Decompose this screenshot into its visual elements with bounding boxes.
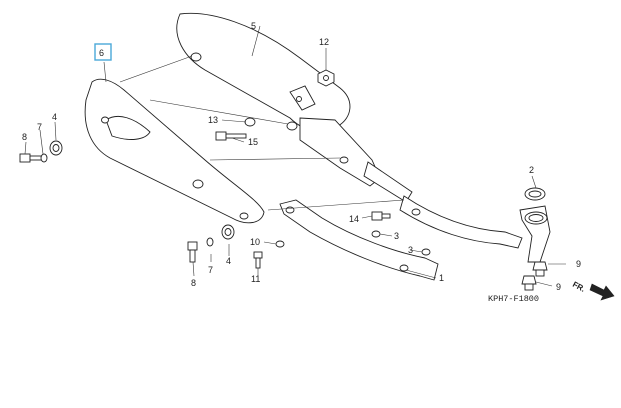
leader-lines	[24, 25, 566, 287]
front-direction-indicator: FR.	[571, 280, 615, 301]
callout-2: 2	[529, 165, 534, 175]
hardware-right	[215, 69, 548, 291]
diagram-code: KPH7-F1800	[488, 294, 539, 304]
callout-15: 15	[248, 137, 258, 147]
muffler-protector	[84, 55, 405, 224]
callout-8-lower: 8	[191, 278, 196, 288]
callout-9-lower: 9	[556, 282, 561, 292]
callout-6: 6	[99, 48, 104, 58]
callout-3-upper: 3	[394, 231, 399, 241]
callout-11: 11	[251, 274, 260, 284]
exhaust-pipe-protector	[279, 199, 439, 281]
callout-3-lower: 3	[408, 245, 413, 255]
callout-labels: 1 2 3 3 4 4 5 6 7 7 8 8 9 9 10 11 12 13 …	[22, 21, 581, 292]
exhaust-pipe	[399, 187, 551, 263]
callout-8-upper: 8	[22, 132, 27, 142]
front-label: FR.	[571, 280, 587, 294]
callout-12: 12	[319, 37, 329, 47]
callout-4-upper: 4	[52, 112, 57, 122]
callout-7-upper: 7	[37, 122, 42, 132]
callout-13: 13	[208, 115, 218, 125]
callout-1: 1	[439, 273, 444, 283]
callout-4-lower: 4	[226, 256, 231, 266]
callout-10: 10	[250, 237, 260, 247]
muffler-body	[176, 12, 413, 203]
callout-9-upper: 9	[576, 259, 581, 269]
callout-5: 5	[251, 21, 256, 31]
callout-14: 14	[349, 214, 359, 224]
part-6-highlight	[94, 43, 112, 61]
front-arrow-icon	[589, 283, 615, 301]
callout-7-lower: 7	[208, 265, 213, 275]
